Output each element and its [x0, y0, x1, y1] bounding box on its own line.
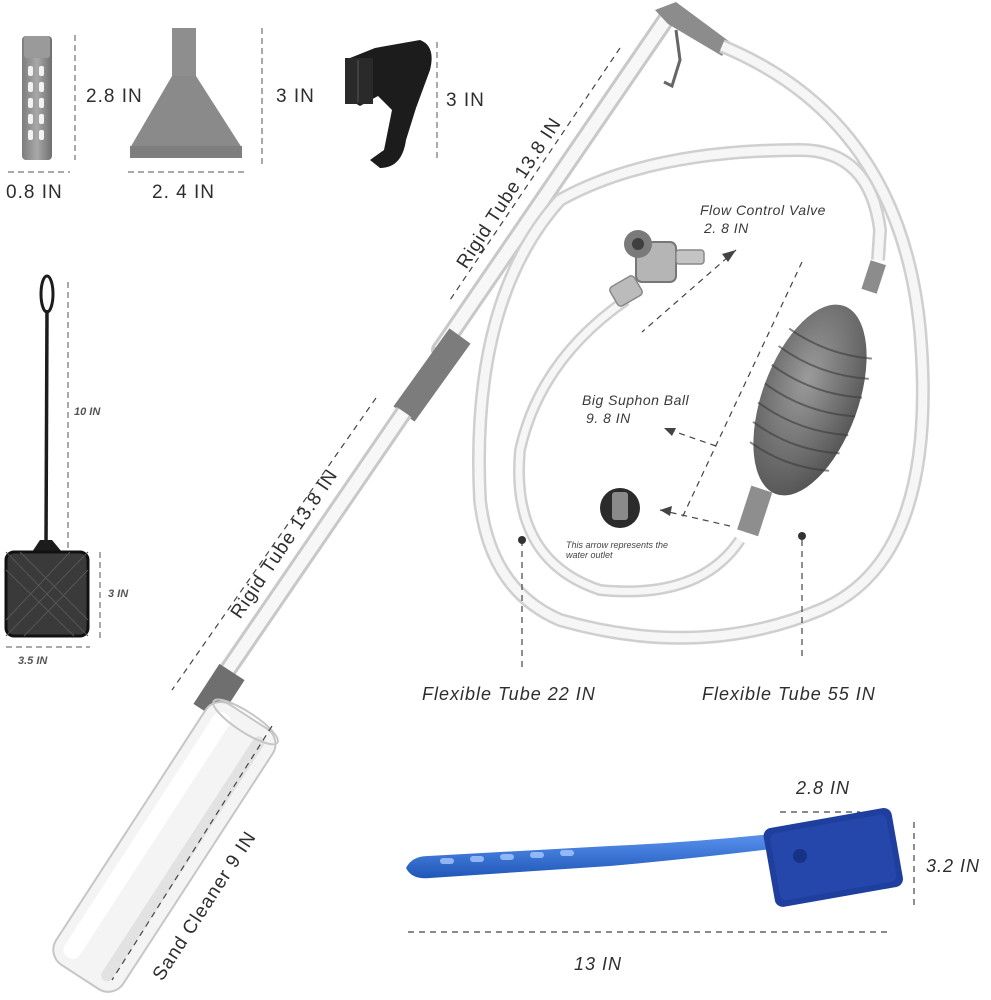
flexible-tube-22-marker: [518, 536, 526, 544]
scrubber-pad-height-label: 3.2 IN: [926, 856, 981, 876]
flexible-tube-55-marker: [798, 532, 806, 540]
siphon-ball-icon: [737, 260, 886, 537]
water-outlet-icon: [600, 488, 640, 528]
strainer-width-label: 0.8 IN: [6, 182, 63, 203]
funnel-nozzle-icon: [130, 28, 242, 158]
clip-icon: [345, 40, 432, 168]
flexible-tube-icon: [472, 39, 930, 645]
flow-control-valve-label: Flow Control Valve: [700, 202, 826, 218]
flexible-tube-short-label: Flexible Tube 22 IN: [422, 684, 596, 704]
strainer-icon: [22, 36, 52, 160]
pointer-lines: [111, 47, 915, 981]
flow-control-valve-icon: [609, 230, 705, 307]
fish-net-icon: [4, 274, 90, 638]
strainer-height-label: 2.8 IN: [86, 86, 143, 107]
clip-height-label: 3 IN: [446, 90, 485, 111]
net-width-label: 3.5 IN: [18, 655, 48, 667]
flexible-tube-long-label: Flexible Tube 55 IN: [702, 684, 876, 704]
net-handle-label: 10 IN: [74, 406, 101, 418]
pointer-arrowheads: [660, 250, 736, 516]
scrubber-length-label: 13 IN: [574, 954, 623, 974]
flow-control-valve-size: 2. 8 IN: [704, 220, 749, 236]
siphon-ball-size: 9. 8 IN: [586, 410, 631, 426]
rigid-tube-icon: [193, 2, 730, 721]
funnel-width-label: 2. 4 IN: [152, 182, 215, 203]
sand-cleaner-icon: [52, 698, 279, 993]
net-height-label: 3 IN: [108, 588, 129, 600]
scrubber-brush-icon: [406, 808, 903, 907]
siphon-ball-label: Big Suphon Ball: [582, 392, 690, 408]
funnel-height-label: 3 IN: [276, 86, 315, 107]
scrubber-pad-width-label: 2.8 IN: [796, 778, 851, 798]
water-outlet-note: This arrow represents the water outlet: [566, 540, 669, 560]
